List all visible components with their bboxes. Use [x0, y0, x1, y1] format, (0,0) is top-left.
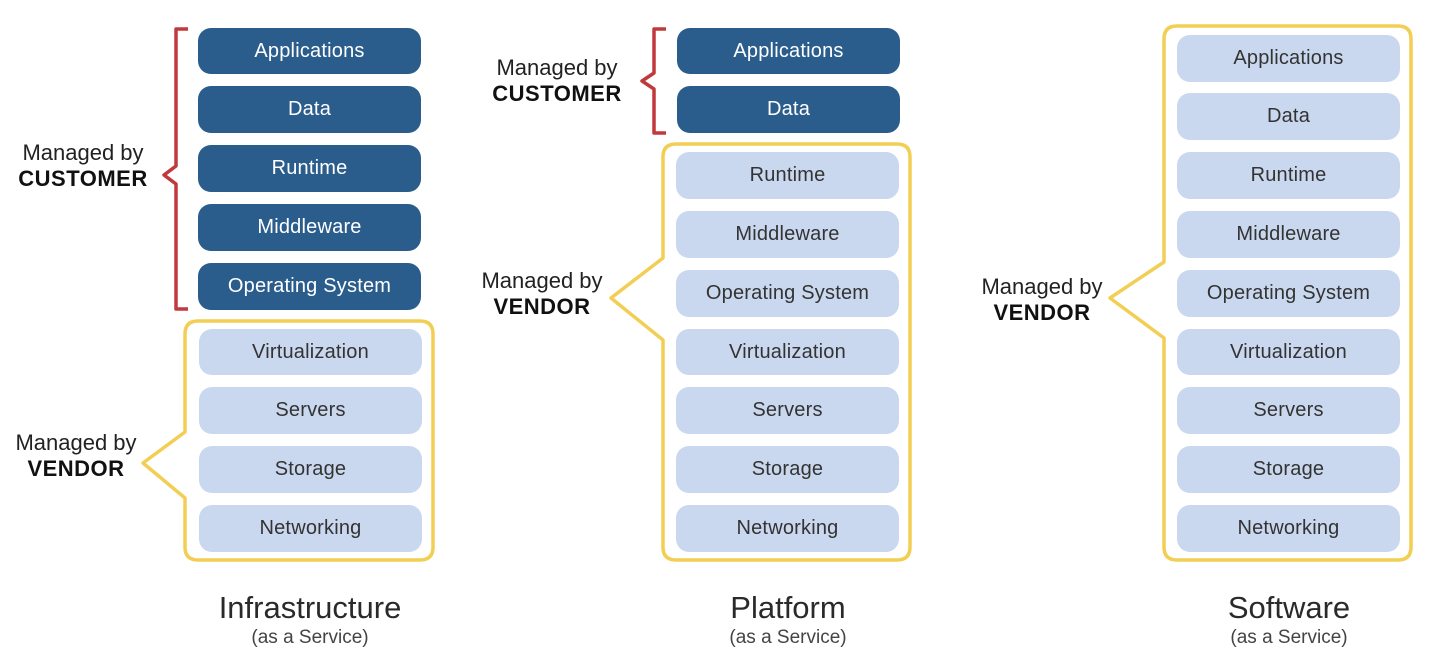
layer-label: Operating System [705, 282, 870, 304]
customer-text: CUSTOMER [492, 81, 622, 106]
layer-label: Middleware [257, 216, 362, 238]
layer-label: Applications [254, 39, 365, 62]
paas-layer-networking: Networking [676, 505, 899, 552]
paas-customer-bracket [640, 27, 666, 135]
column-title: Software [1227, 590, 1351, 625]
iaas-layer-applications: Applications [198, 28, 421, 74]
customer-text: CUSTOMER [18, 166, 148, 191]
managed-by-text: Managed by [981, 274, 1103, 299]
layer-label: Servers [275, 399, 346, 421]
saas-layer-servers: Servers [1177, 387, 1400, 434]
column-title: Infrastructure [218, 590, 402, 625]
paas-layer-data: Data [677, 86, 900, 133]
managed-by-text: Managed by [496, 55, 618, 80]
layer-label: Networking [259, 517, 362, 539]
iaas-layer-operating-system: Operating System [198, 263, 421, 310]
layer-label: Virtualization [1230, 340, 1347, 363]
iaas-customer-bracket [162, 27, 188, 311]
iaas-layer-middleware: Middleware [198, 204, 421, 251]
layer-label: Networking [1237, 517, 1340, 539]
layer-label: Storage [751, 458, 824, 480]
column-subtitle: (as a Service) [729, 627, 847, 648]
saas-layer-runtime: Runtime [1177, 152, 1400, 199]
layer-label: Virtualization [729, 340, 846, 363]
paas-managed-by-vendor: Managed by VENDOR [470, 268, 614, 320]
layer-label: Middleware [1236, 223, 1341, 245]
layer-label: Storage [274, 458, 347, 480]
vendor-text: VENDOR [493, 294, 591, 319]
layer-label: Runtime [1250, 164, 1327, 186]
paas-layer-storage: Storage [676, 446, 899, 493]
saas-layer-networking: Networking [1177, 505, 1400, 552]
saas-layer-middleware: Middleware [1177, 211, 1400, 258]
layer-label: Applications [1233, 47, 1344, 69]
layer-label: Middleware [735, 223, 840, 245]
layer-label: Applications [733, 39, 844, 62]
layer-label: Data [1266, 105, 1311, 127]
paas-caption: Platform (as a Service) [638, 590, 938, 650]
layer-label: Virtualization [252, 340, 369, 363]
layer-label: Operating System [227, 275, 392, 297]
saas-caption: Software (as a Service) [1139, 590, 1434, 650]
layer-label: Storage [1252, 458, 1325, 480]
column-title: Platform [730, 590, 846, 625]
layer-label: Data [766, 98, 811, 120]
saas-layer-data: Data [1177, 93, 1400, 140]
paas-layer-applications: Applications [677, 28, 900, 74]
layer-label: Data [287, 98, 332, 120]
paas-layer-runtime: Runtime [676, 152, 899, 199]
iaas-managed-by-customer: Managed by CUSTOMER [10, 140, 156, 192]
iaas-managed-by-vendor: Managed by VENDOR [4, 430, 148, 482]
iaas-layer-servers: Servers [199, 387, 422, 434]
paas-layer-servers: Servers [676, 387, 899, 434]
saas-managed-by-vendor: Managed by VENDOR [970, 274, 1114, 326]
paas-layer-operating-system: Operating System [676, 270, 899, 317]
managed-by-text: Managed by [15, 430, 137, 455]
layer-label: Servers [1253, 399, 1324, 421]
iaas-layer-networking: Networking [199, 505, 422, 552]
vendor-text: VENDOR [993, 300, 1091, 325]
saas-layer-virtualization: Virtualization [1177, 329, 1400, 375]
saas-layer-operating-system: Operating System [1177, 270, 1400, 317]
layer-label: Servers [752, 399, 823, 421]
managed-by-text: Managed by [22, 140, 144, 165]
saas-layer-applications: Applications [1177, 35, 1400, 82]
vendor-text: VENDOR [27, 456, 125, 481]
layer-label: Operating System [1206, 282, 1371, 304]
column-subtitle: (as a Service) [1230, 627, 1348, 648]
paas-layer-middleware: Middleware [676, 211, 899, 258]
iaas-layer-storage: Storage [199, 446, 422, 493]
saas-layer-storage: Storage [1177, 446, 1400, 493]
paas-managed-by-customer: Managed by CUSTOMER [484, 55, 630, 107]
iaas-layer-runtime: Runtime [198, 145, 421, 192]
iaas-layer-data: Data [198, 86, 421, 133]
iaas-layer-virtualization: Virtualization [199, 329, 422, 375]
column-subtitle: (as a Service) [251, 627, 369, 648]
managed-by-text: Managed by [481, 268, 603, 293]
layer-label: Networking [736, 517, 839, 539]
paas-layer-virtualization: Virtualization [676, 329, 899, 375]
layer-label: Runtime [271, 157, 348, 179]
iaas-caption: Infrastructure (as a Service) [160, 590, 460, 650]
layer-label: Runtime [749, 164, 826, 186]
